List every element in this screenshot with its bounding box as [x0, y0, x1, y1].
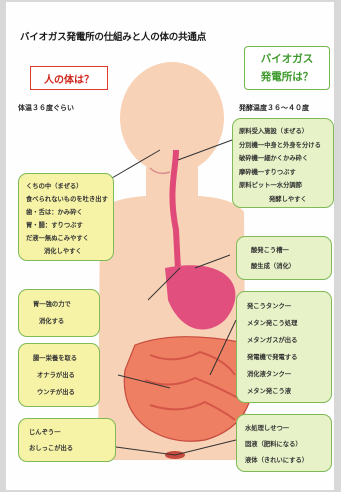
- list-item: 消化液タンク一: [247, 366, 331, 383]
- body-temperature: 体温３６度ぐらい: [18, 103, 74, 113]
- fermentation-temperature: 発酵温度３６～４０度: [239, 103, 309, 113]
- list-item: だ液一無ぬこみやすく: [26, 232, 113, 245]
- list-item: 分別機一中身と外身を分ける: [239, 139, 333, 153]
- stomach-box: 胃一強の力で 消化する: [18, 289, 100, 337]
- list-item: 固液（肥料になる）: [245, 437, 331, 453]
- methane-tank-box: 発こうタンク一 メタン発こう処理 メタンガスが出る 発電機で発電する 消化液タン…: [236, 291, 332, 403]
- list-item: 腸一栄養を取る: [33, 350, 99, 367]
- plant-label-line2: 発電所は？: [245, 68, 329, 86]
- list-item: 消化する: [33, 313, 99, 330]
- list-item: 胃・腸：すりつぶす: [26, 219, 113, 232]
- list-item: メタン発こう処理: [247, 315, 331, 332]
- acid-tank-box: 酸発こう槽一 酸生成（消化）: [236, 236, 332, 280]
- list-item: 摩砕機一すりつぶす: [239, 166, 333, 180]
- intake-facility-box: 原料受入施設（まぜる） 分別機一中身と外身を分ける 破砕機一細かくかみ砕く 摩砕…: [232, 118, 334, 208]
- human-body-label: 人の体は？: [30, 66, 108, 90]
- list-item: おしっこが出る: [29, 441, 115, 457]
- water-treatment-box: 水処理しせつ一 固液（肥料になる） 液体（きれいにする）: [236, 414, 332, 472]
- list-item: メタンガスが出る: [247, 332, 331, 349]
- list-item: 酸生成（消化）: [251, 259, 331, 275]
- list-item: メタン発こう液: [247, 383, 331, 400]
- list-item: 発酵しやすく: [239, 193, 333, 207]
- list-item: ウンチが出る: [33, 384, 99, 401]
- list-item: じんぞう一: [29, 425, 115, 441]
- list-item: 食べられないものを吐き出す: [26, 193, 113, 206]
- list-item: 歯・舌は：かみ砕く: [26, 206, 113, 219]
- list-item: 胃一強の力で: [33, 296, 99, 313]
- list-item: 原料受入施設（まぜる）: [239, 125, 333, 139]
- list-item: 発電機で発電する: [247, 349, 331, 366]
- intestine-box: 腸一栄養を取る オナラが出る ウンチが出る: [18, 343, 100, 407]
- plant-label-line1: バイオガス: [245, 50, 329, 68]
- list-item: 発こうタンク一: [247, 298, 331, 315]
- list-item: オナラが出る: [33, 367, 99, 384]
- list-item: 水処理しせつ一: [245, 421, 331, 437]
- list-item: 破砕機一細かくかみ砕く: [239, 152, 333, 166]
- list-item: 原料ピット一水分調節: [239, 179, 333, 193]
- mouth-box: くちの中（まぜる） 食べられないものを吐き出す 歯・舌は：かみ砕く 胃・腸：すり…: [18, 173, 114, 261]
- list-item: 消化しやすく: [26, 245, 113, 258]
- biogas-plant-label: バイオガス 発電所は？: [244, 46, 330, 90]
- list-item: くちの中（まぜる）: [26, 180, 113, 193]
- kidney-box: じんぞう一 おしっこが出る: [18, 418, 116, 462]
- list-item: 酸発こう槽一: [251, 243, 331, 259]
- list-item: 液体（きれいにする）: [245, 453, 331, 469]
